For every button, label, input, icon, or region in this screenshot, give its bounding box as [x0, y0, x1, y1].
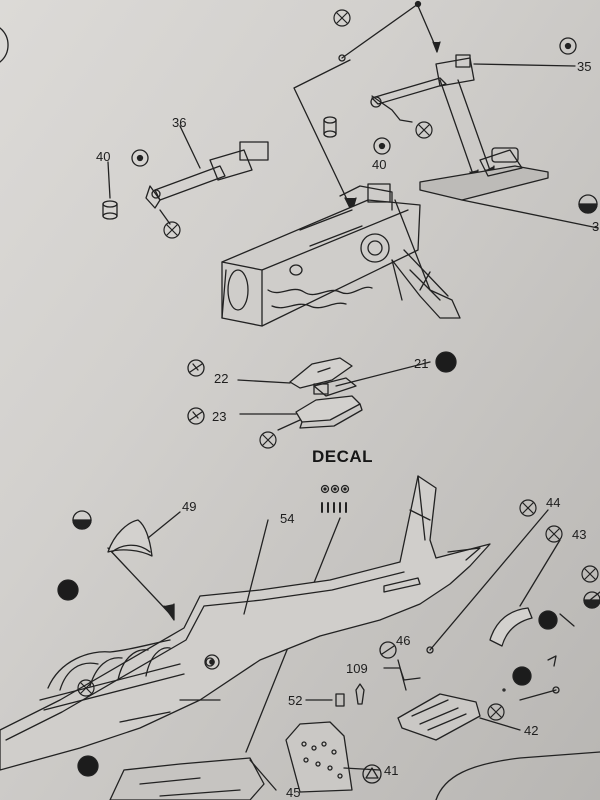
cut-symbol-icon: [487, 703, 505, 721]
part-label-109: 109: [346, 661, 368, 676]
part-36-cannon: [145, 125, 269, 225]
target-symbol-icon: [204, 654, 220, 670]
triangle-symbol-icon: [502, 688, 506, 692]
target-symbol-icon: [559, 37, 577, 55]
part-35-cannon: [370, 54, 576, 123]
leader-line: [277, 419, 301, 431]
part-label-42: 42: [524, 723, 539, 738]
black-dot-icon: [57, 579, 79, 601]
paint-symbol-icon: [187, 407, 205, 425]
engine-mount: [391, 199, 461, 319]
part-label-45: 45: [286, 785, 301, 800]
part-label-23: 23: [212, 409, 227, 424]
decal-heading: DECAL: [312, 447, 374, 466]
part-label-52: 52: [288, 693, 303, 708]
cut-symbol-icon: [333, 9, 351, 27]
half-symbols: [72, 194, 600, 609]
triangle-symbol-icon: [362, 764, 382, 784]
part-label-22: 22: [214, 371, 229, 386]
part-23-tray: [295, 395, 363, 429]
cut-symbol-icon: [519, 499, 537, 517]
paint-symbol-icon: [187, 359, 205, 377]
cut-symbol-icon: [259, 431, 277, 449]
black-dot-icon: [512, 666, 532, 686]
guide-line: [457, 79, 493, 177]
leader-line: [237, 379, 291, 384]
part-109-pin: [355, 683, 365, 705]
solid-symbols: [57, 351, 558, 777]
cut-symbol-icon: [545, 525, 563, 543]
guide-line: [293, 59, 353, 211]
top-rod-assembly: [338, 0, 441, 62]
paint-symbol-icon: [379, 641, 397, 659]
step-circle-fragment: [0, 27, 9, 63]
decal-items: [320, 484, 350, 513]
part-label-46: 46: [396, 633, 411, 648]
wing-panel-fragment: [435, 751, 600, 800]
leader-line: [335, 361, 431, 387]
part-46-lever: [383, 659, 421, 691]
half-fill-icon: [583, 591, 600, 609]
part-43-shield: [489, 539, 561, 647]
part-52-knob: [305, 693, 345, 707]
part-label-54: 54: [280, 511, 295, 526]
engine-block: [221, 183, 421, 327]
half-fill-icon: [72, 510, 92, 530]
black-dot-icon: [538, 610, 558, 630]
black-dot-icon: [435, 351, 457, 373]
part-label-41: 41: [384, 763, 399, 778]
half-fill-icon: [578, 194, 598, 214]
part-40-cylinder-center: [323, 116, 337, 138]
part-44-rod: [426, 509, 549, 654]
part-label-40-center: 40: [372, 157, 387, 172]
target-symbol-icon: [373, 137, 391, 155]
part-label-43: 43: [572, 527, 587, 542]
small-rods-right: [519, 591, 600, 701]
part-3-plate: [419, 147, 599, 229]
paint-symbols: [187, 359, 397, 659]
part-49-windshield: [107, 511, 181, 557]
part-22-cowl: [289, 357, 353, 389]
part-label-49: 49: [182, 499, 197, 514]
part-label-35: 35: [577, 59, 592, 74]
part-label-36: 36: [172, 115, 187, 130]
cut-symbol-icon: [581, 565, 599, 583]
cut-symbol-icon: [77, 679, 95, 697]
cut-symbol-icon: [415, 121, 433, 139]
part-40-cylinder-left: [102, 161, 118, 220]
part-21-block: [313, 377, 357, 397]
part-54-fuselage: [0, 475, 491, 771]
part-label-3: 3: [592, 219, 600, 234]
target-symbols: [131, 37, 577, 670]
part-41-panel: [285, 721, 381, 793]
cut-symbols: [77, 9, 599, 721]
part-label-21: 21: [414, 356, 429, 371]
target-symbol-icon: [131, 149, 149, 167]
part-45-cockpit-floor: [109, 757, 277, 800]
part-42-floor: [397, 693, 521, 741]
black-dot-icon: [77, 755, 99, 777]
part-label-40-left: 40: [96, 149, 111, 164]
guide-line: [439, 79, 476, 181]
cut-symbol-icon: [163, 221, 181, 239]
triangle-symbols: [362, 688, 506, 784]
canopy-frame: [39, 639, 185, 711]
part-label-44: 44: [546, 495, 561, 510]
